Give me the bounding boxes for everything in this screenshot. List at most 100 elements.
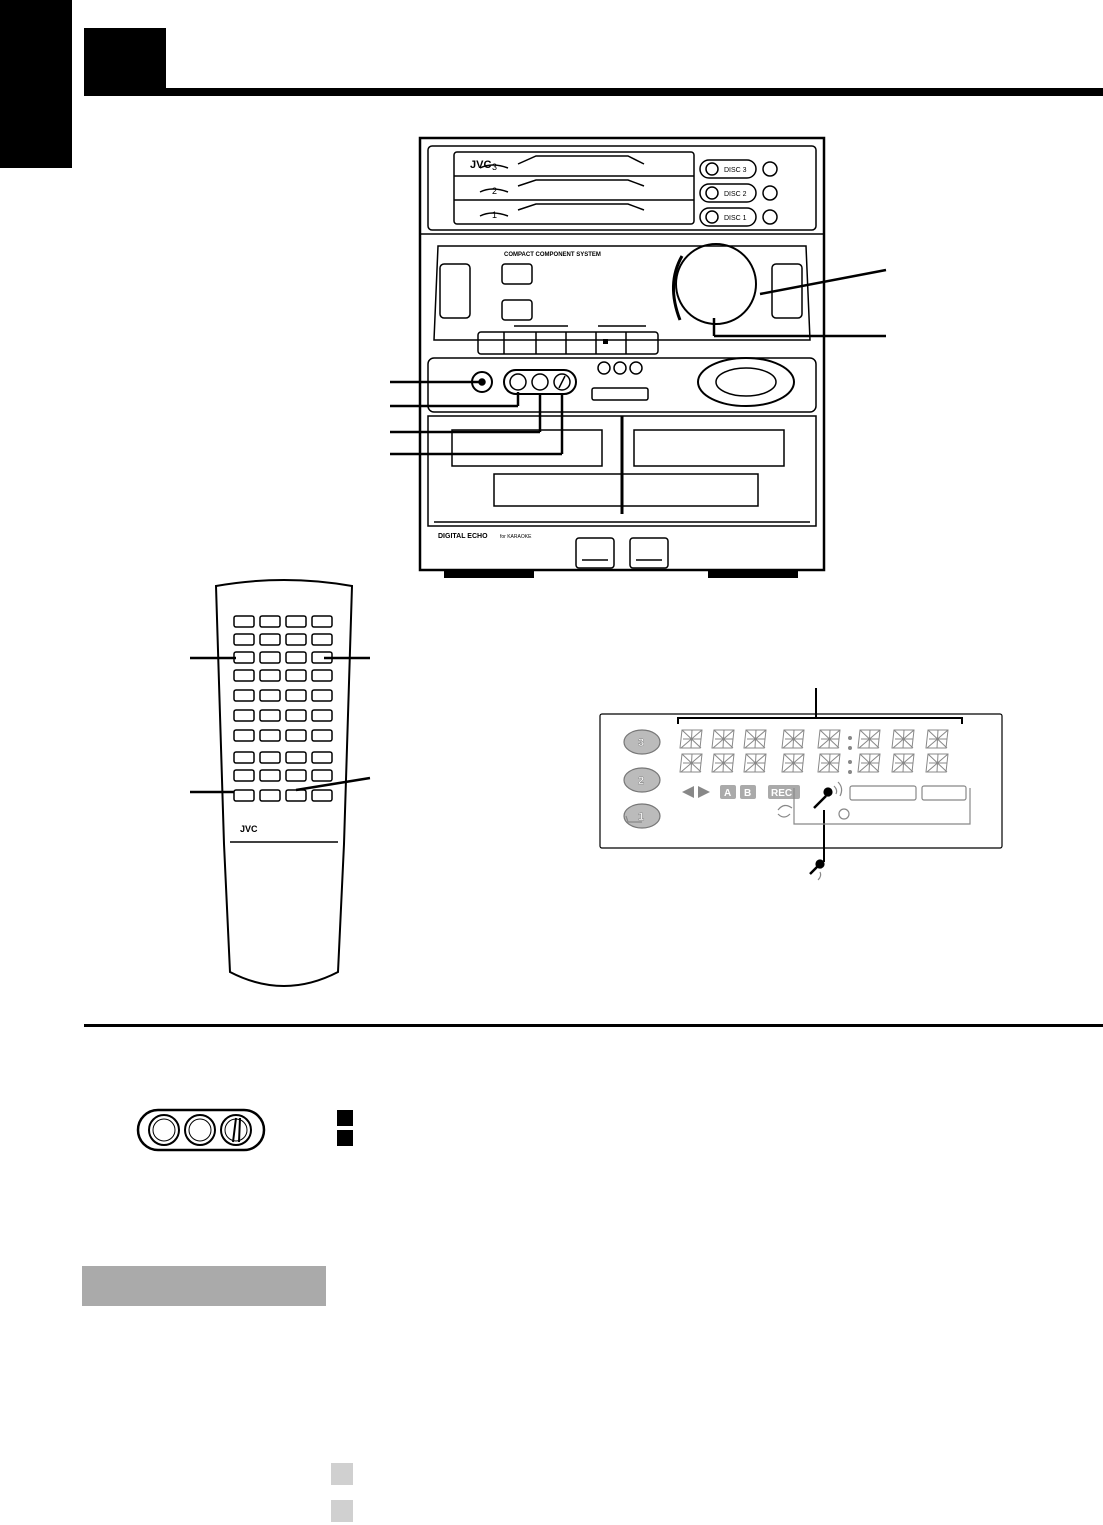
remote-key[interactable] xyxy=(285,789,307,802)
remote-key[interactable] xyxy=(259,651,281,664)
segment-digit xyxy=(891,753,915,773)
segment-digit xyxy=(857,753,881,773)
mic-indicator-icon xyxy=(813,781,843,809)
amp-button-top[interactable] xyxy=(501,263,533,285)
disc-indicator-2: 2 xyxy=(623,767,661,793)
remote-key[interactable] xyxy=(259,769,281,782)
disc-label-2: 2 xyxy=(492,186,497,196)
mic-jack-1[interactable] xyxy=(509,373,527,391)
svg-text:2: 2 xyxy=(638,775,644,787)
svg-text:DISC 2: DISC 2 xyxy=(724,191,747,198)
segment-digit xyxy=(743,753,767,773)
svg-text:1: 1 xyxy=(638,811,644,823)
remote-key[interactable] xyxy=(259,729,281,742)
karaoke-label: for KARAOKE xyxy=(500,534,532,540)
svg-text:REC: REC xyxy=(771,788,792,799)
segment-digit xyxy=(925,729,949,749)
remote-key[interactable] xyxy=(259,789,281,802)
bullet-square-1 xyxy=(337,1110,353,1126)
segment-digit xyxy=(857,729,881,749)
remote-key[interactable] xyxy=(259,615,281,628)
remote-key[interactable] xyxy=(259,709,281,722)
remote-key[interactable] xyxy=(285,769,307,782)
segment-digit xyxy=(711,729,735,749)
remote-key[interactable] xyxy=(285,669,307,682)
mic-level-knob[interactable] xyxy=(553,373,571,391)
remote-key[interactable] xyxy=(285,615,307,628)
remote-key[interactable] xyxy=(233,633,255,646)
remote-key[interactable] xyxy=(233,651,255,664)
a-indicator: A xyxy=(720,785,736,799)
remote-key[interactable] xyxy=(311,789,333,802)
eject-b-button[interactable] xyxy=(629,537,669,569)
rec-indicator: REC xyxy=(768,785,800,799)
segment-digit xyxy=(817,753,841,773)
multi-control-dial[interactable] xyxy=(697,357,795,407)
disc-2-button[interactable]: DISC 2 xyxy=(699,183,778,203)
jvc-logo: JVC xyxy=(470,159,491,171)
system-label: COMPACT COMPONENT SYSTEM xyxy=(504,252,601,258)
disc-indicator-3: 3 xyxy=(623,729,661,755)
remote-key[interactable] xyxy=(233,669,255,682)
repeat-icon xyxy=(777,804,793,818)
mic-jacks-closeup xyxy=(136,1108,266,1152)
remote-key[interactable] xyxy=(233,789,255,802)
remote-key[interactable] xyxy=(311,709,333,722)
volume-knob[interactable] xyxy=(675,243,757,325)
remote-key[interactable] xyxy=(259,669,281,682)
disc-indicator-1: 1 xyxy=(623,803,661,829)
remote-key[interactable] xyxy=(285,633,307,646)
mic-symbol-icon xyxy=(809,859,825,881)
segment-digit xyxy=(743,729,767,749)
segment-digit xyxy=(679,753,703,773)
remote-key[interactable] xyxy=(285,651,307,664)
heading-rule xyxy=(84,88,1103,96)
section-tab xyxy=(0,0,72,168)
remote-key[interactable] xyxy=(285,689,307,702)
remote-key[interactable] xyxy=(259,689,281,702)
echo-label: DIGITAL ECHO xyxy=(438,533,488,540)
remote-key[interactable] xyxy=(311,615,333,628)
remote-key[interactable] xyxy=(311,769,333,782)
svg-text:DISC 3: DISC 3 xyxy=(724,167,747,174)
remote-key[interactable] xyxy=(311,751,333,764)
remote-key[interactable] xyxy=(285,751,307,764)
remote-key[interactable] xyxy=(259,751,281,764)
cassette-window-b xyxy=(633,429,785,467)
disc-3-button[interactable]: DISC 3 xyxy=(699,159,778,179)
remote-key[interactable] xyxy=(311,633,333,646)
remote-key[interactable] xyxy=(311,689,333,702)
unit-callout-lines xyxy=(390,268,887,456)
disc-1-button[interactable]: DISC 1 xyxy=(699,207,778,227)
eject-a-button[interactable] xyxy=(575,537,615,569)
svg-text:A: A xyxy=(724,788,731,799)
reverse-arrow-icon xyxy=(682,786,694,798)
remote-key[interactable] xyxy=(233,615,255,628)
grey-bullet-2 xyxy=(331,1500,353,1522)
left-speaker-grip xyxy=(439,263,471,319)
remote-key[interactable] xyxy=(233,729,255,742)
heading-box xyxy=(84,28,166,90)
remote-key[interactable] xyxy=(233,709,255,722)
remote-key[interactable] xyxy=(233,751,255,764)
segment-digit xyxy=(679,729,703,749)
mic-jack-2[interactable] xyxy=(531,373,549,391)
remote-key[interactable] xyxy=(233,689,255,702)
disc-label-1: 1 xyxy=(492,210,497,220)
segment-digit xyxy=(817,729,841,749)
segment-digit xyxy=(781,729,805,749)
remote-key[interactable] xyxy=(285,709,307,722)
remote-key[interactable] xyxy=(311,669,333,682)
remote-key[interactable] xyxy=(233,769,255,782)
remote-key[interactable] xyxy=(285,729,307,742)
segment-digit xyxy=(925,753,949,773)
svg-text:DISC 1: DISC 1 xyxy=(724,215,747,222)
svg-text:B: B xyxy=(744,788,751,799)
main-unit-illustration: JVC 3 2 1 DISC 3 DISC 2 DISC 1 COMPACT C… xyxy=(418,136,826,578)
segment-digit xyxy=(891,729,915,749)
segment-digit xyxy=(711,753,735,773)
remote-key[interactable] xyxy=(311,729,333,742)
amp-button-bottom[interactable] xyxy=(501,299,533,321)
b-indicator: B xyxy=(740,785,756,799)
remote-key[interactable] xyxy=(259,633,281,646)
